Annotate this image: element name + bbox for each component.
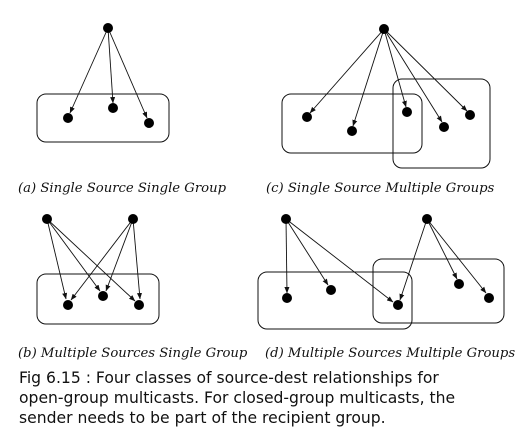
multicast-arrow [426,218,487,294]
source-node [128,214,138,224]
source-node [281,214,291,224]
recipient-node [402,107,412,117]
recipient-node [63,113,73,123]
panel-b-multiple-sources-single-group: (b) Multiple Sources Single Group [18,214,248,361]
recipient-node [144,118,154,128]
source-node [422,214,432,224]
group-box [257,271,413,330]
recipient-node [393,300,403,310]
multicast-arrow [426,218,458,280]
group-box [281,93,423,154]
group-box [392,78,491,169]
multicast-arrow [285,218,329,286]
multicast-arrow [285,218,394,303]
group-box [36,93,170,143]
figure-caption-line-3: sender needs to be part of the recipient… [19,409,386,427]
panel-c-single-source-multiple-groups: (c) Single Source Multiple Groups [266,24,495,196]
figure-caption-line-1: Fig 6.15 : Four classes of source-dest r… [19,369,439,387]
multicast-arrow [399,218,428,301]
subfigure-caption-a: (a) Single Source Single Group [18,181,227,196]
recipient-node [282,293,292,303]
multicast-arrow [132,218,142,300]
source-node [42,214,52,224]
recipient-node [108,103,118,113]
subfigure-caption-d: (d) Multiple Sources Multiple Groups [265,346,515,361]
multicast-arrow [46,218,101,292]
recipient-node [63,300,73,310]
recipient-node [347,126,357,136]
multicast-arrow [69,27,109,114]
multicast-arrow [46,218,68,300]
panel-a-single-source-single-group: (a) Single Source Single Group [18,23,227,196]
figure-caption-line-2: open-group multicasts. For closed-group … [19,389,456,407]
recipient-node [454,279,464,289]
multicast-arrow [46,218,136,302]
multicast-arrow [309,28,385,114]
multicast-arrow [284,218,290,294]
multicast-arrow [107,27,116,104]
recipient-node [326,285,336,295]
subfigure-caption-c: (c) Single Source Multiple Groups [266,181,495,196]
recipient-node [302,112,312,122]
recipient-node [439,122,449,132]
multicast-arrow [70,218,134,301]
multicast-arrow [383,28,443,123]
subfigure-caption-b: (b) Multiple Sources Single Group [18,346,248,361]
figure-caption: Fig 6.15 : Four classes of source-dest r… [19,368,519,428]
recipient-node [134,300,144,310]
multicast-arrow [107,27,148,119]
multicast-arrow [383,28,468,112]
recipient-node [98,291,108,301]
multicast-arrow [105,218,134,292]
group-box [36,273,160,325]
multicast-arrow [383,28,407,108]
panel-d-multiple-sources-multiple-groups: (d) Multiple Sources Multiple Groups [257,214,515,361]
group-box [372,258,505,324]
source-node [379,24,389,34]
multicast-arrow [352,28,385,127]
recipient-node [465,110,475,120]
source-node [103,23,113,33]
recipient-node [484,293,494,303]
